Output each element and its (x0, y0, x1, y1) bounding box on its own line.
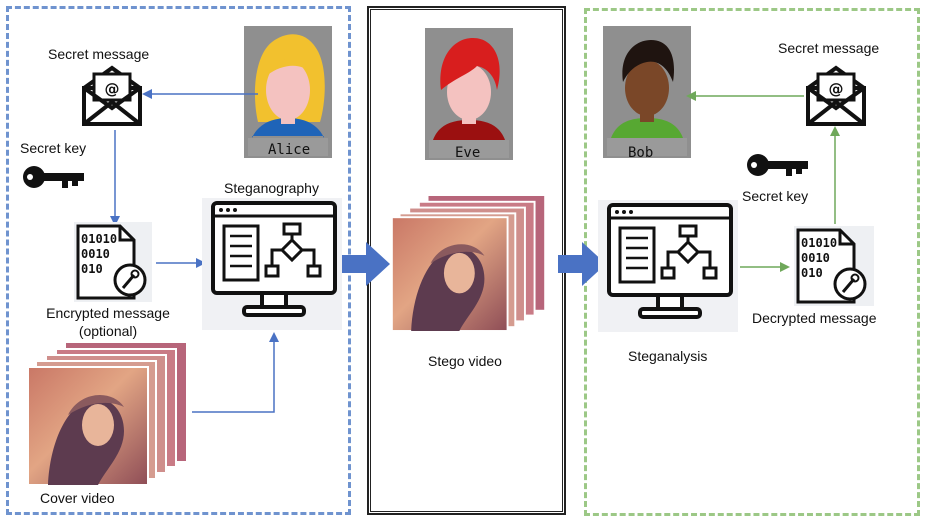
alice-to-message-arrow (142, 89, 258, 99)
left-secret-key-label: Secret key (20, 140, 87, 156)
binary-document-icon (796, 228, 867, 304)
steganalysis-to-decrypted-arrow (740, 262, 790, 272)
stego-video-label: Stego video (428, 353, 502, 369)
message-to-bob-arrow (686, 91, 804, 101)
envelope-icon: @ (806, 65, 866, 126)
right-secret-key-label: Secret key (742, 188, 809, 204)
right-binary-text: 01010 0010 010 (801, 236, 837, 281)
right-secret-message-label: Secret message (778, 40, 880, 56)
message-to-encrypted-arrow (110, 130, 120, 226)
encrypted-message-label: Encrypted message (46, 305, 170, 321)
envelope-icon: @ (82, 65, 142, 126)
key-icon (747, 154, 808, 176)
bob-avatar-icon (603, 26, 691, 158)
steganalysis-label: Steganalysis (628, 348, 708, 364)
left-binary-text: 01010 0010 010 (81, 232, 117, 277)
cover-to-stego-arrow (192, 332, 279, 413)
binary-line: 010 (81, 262, 103, 276)
binary-line: 0010 (801, 251, 830, 265)
decrypted-message-label: Decrypted message (752, 310, 877, 326)
encrypted-to-stego-arrow (156, 258, 206, 268)
binary-line: 010 (801, 266, 823, 280)
video-frames-icon (27, 343, 186, 486)
stego-to-channel-arrow (342, 242, 390, 286)
svg-text:@: @ (829, 80, 844, 98)
binary-line: 01010 (801, 236, 838, 250)
flowchart-monitor-icon (211, 201, 337, 317)
eve-name-label: Eve (455, 145, 481, 161)
decrypted-to-message-arrow (830, 126, 840, 224)
cover-video-label: Cover video (40, 490, 115, 506)
key-icon (23, 166, 84, 188)
encrypted-optional-label: (optional) (78, 323, 138, 339)
alice-avatar-icon (244, 26, 332, 158)
left-secret-message-label: Secret message (48, 46, 150, 62)
eve-avatar-icon (425, 28, 513, 160)
flowchart-monitor-icon (607, 203, 733, 319)
steganography-label: Steganography (224, 180, 319, 196)
stego-video-frames-icon (390, 196, 545, 332)
svg-text:@: @ (105, 80, 120, 98)
binary-line: 01010 (81, 232, 118, 246)
alice-name-label: Alice (268, 142, 311, 158)
channel-to-steganalysis-arrow (558, 242, 606, 286)
bob-name-label: Bob (628, 145, 654, 161)
binary-document-icon (76, 224, 147, 300)
binary-line: 0010 (81, 247, 110, 261)
